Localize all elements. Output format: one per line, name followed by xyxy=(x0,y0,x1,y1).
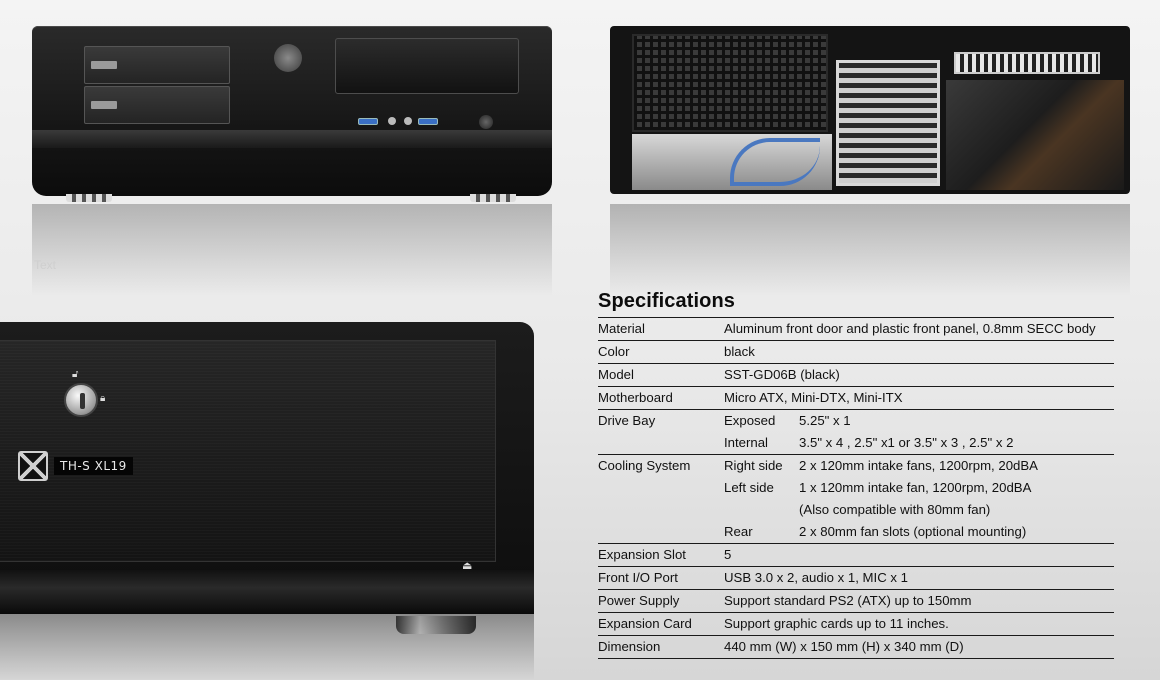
spec-label: Dimension xyxy=(598,639,661,654)
spec-row-drive-bay: Drive Bay Exposed 5.25" x 1 Internal 3.5… xyxy=(598,410,1114,455)
spec-sub-line: Rear 2 x 80mm fan slots (optional mounti… xyxy=(724,521,1114,543)
front-lower-band xyxy=(0,570,534,614)
spec-value: Support graphic cards up to 11 inches. xyxy=(724,616,949,631)
spec-row-cooling-system: Cooling System Right side 2 x 120mm inta… xyxy=(598,455,1114,544)
case-foot xyxy=(396,616,476,634)
usb-port-icon xyxy=(418,118,438,125)
spec-sub-value: 1 x 120mm intake fan, 1200rpm, 20dBA xyxy=(799,480,1032,495)
spec-row-power-supply: Power Supply Support standard PS2 (ATX) … xyxy=(598,590,1114,613)
spec-label: Power Supply xyxy=(598,593,680,608)
eject-icon: ⏏︎ xyxy=(462,560,473,572)
spec-sub-value: 2 x 80mm fan slots (optional mounting) xyxy=(799,524,1027,539)
spec-label: Motherboard xyxy=(598,390,673,405)
spec-row-front-io-port: Front I/O Port USB 3.0 x 2, audio x 1, M… xyxy=(598,567,1114,590)
spec-sub-label: Rear xyxy=(724,524,753,539)
spec-sub-line: (Also compatible with 80mm fan) xyxy=(724,499,1114,521)
spec-row-expansion-card: Expansion Card Support graphic cards up … xyxy=(598,613,1114,636)
watermark-text: Text xyxy=(34,258,57,272)
fan-mesh-grille xyxy=(632,34,828,132)
spec-value: Micro ATX, Mini-DTX, Mini-ITX xyxy=(724,390,903,405)
mic-jack-icon xyxy=(404,117,412,125)
case-rear xyxy=(610,26,1130,194)
drive-bay-lower xyxy=(84,86,230,124)
spec-row-color: Color black xyxy=(598,341,1114,364)
spec-value: 5 xyxy=(724,547,732,562)
spec-sub-label: Left side xyxy=(724,480,774,495)
spec-value: 440 mm (W) x 150 mm (H) x 340 mm (D) xyxy=(724,639,964,654)
spec-value: Exposed 5.25" x 1 Internal 3.5" x 4 , 2.… xyxy=(724,410,1114,454)
unlocked-padlock-icon: 🔓︎ xyxy=(72,369,79,380)
spec-sub-line: Exposed 5.25" x 1 xyxy=(724,410,1114,432)
spec-label: Model xyxy=(598,367,634,382)
spec-row-motherboard: Motherboard Micro ATX, Mini-DTX, Mini-IT… xyxy=(598,387,1114,410)
lock-knob-icon xyxy=(64,383,98,417)
spec-value: Support standard PS2 (ATX) up to 150mm xyxy=(724,593,972,608)
snowflake-logo-icon xyxy=(18,451,48,481)
blue-cable xyxy=(730,138,820,186)
case-front xyxy=(32,26,552,202)
spec-label: Expansion Slot xyxy=(598,547,686,562)
lock-icon xyxy=(274,44,302,72)
spec-label: Cooling System xyxy=(598,458,691,473)
spec-sub-line: Internal 3.5" x 4 , 2.5" x1 or 3.5" x 3 … xyxy=(724,432,1114,454)
spec-value: USB 3.0 x 2, audio x 1, MIC x 1 xyxy=(724,570,908,585)
brushed-front-door: 🔓︎ 🔒︎ TH-S XL19 ⏏︎ xyxy=(0,340,496,572)
spec-sub-value: 2 x 120mm intake fans, 1200rpm, 20dBA xyxy=(799,458,1038,473)
bay-latch xyxy=(91,61,117,69)
expansion-slot-covers xyxy=(836,60,940,186)
spec-sub-line: Left side 1 x 120mm intake fan, 1200rpm,… xyxy=(724,477,1114,499)
spec-sub-label: Right side xyxy=(724,458,783,473)
bay-latch xyxy=(91,101,117,109)
spec-value: SST-GD06B (black) xyxy=(724,367,840,382)
spec-sub-label: Internal xyxy=(724,435,768,450)
interior-cabling xyxy=(946,80,1124,190)
case-foot xyxy=(470,194,516,202)
rear-view-photo xyxy=(610,26,1130,296)
spec-row-material: Material Aluminum front door and plastic… xyxy=(598,317,1114,341)
spec-sub-label: Exposed xyxy=(724,413,776,428)
power-button-icon xyxy=(479,115,493,129)
front-view-photo: Text xyxy=(32,26,552,296)
model-label: TH-S XL19 xyxy=(54,457,133,475)
floor-reflection xyxy=(610,204,1130,296)
front-band xyxy=(32,130,552,148)
spec-label: Drive Bay xyxy=(598,413,656,428)
spec-sub-value: 5.25" x 1 xyxy=(799,413,851,428)
floor-shadow xyxy=(0,614,534,680)
spec-label: Material xyxy=(598,321,645,336)
spec-label: Expansion Card xyxy=(598,616,692,631)
spec-value: Right side 2 x 120mm intake fans, 1200rp… xyxy=(724,455,1114,543)
spec-row-model: Model SST-GD06B (black) xyxy=(598,364,1114,387)
angled-view-photo: 🔓︎ 🔒︎ TH-S XL19 ⏏︎ xyxy=(0,322,534,680)
usb-port-icon xyxy=(358,118,378,125)
case-foot xyxy=(66,194,112,202)
spec-sub-value: (Also compatible with 80mm fan) xyxy=(799,502,991,517)
spec-label: Front I/O Port xyxy=(598,570,678,585)
spec-sub-line: Right side 2 x 120mm intake fans, 1200rp… xyxy=(724,455,1114,477)
drive-bay-upper xyxy=(84,46,230,84)
audio-jack-icon xyxy=(388,117,396,125)
spec-sub-value: 3.5" x 4 , 2.5" x1 or 3.5" x 3 , 2.5" x … xyxy=(799,435,1014,450)
case-angled: 🔓︎ 🔒︎ TH-S XL19 ⏏︎ xyxy=(0,322,534,614)
psu-vent xyxy=(954,52,1100,74)
specifications-table: Specifications Material Aluminum front d… xyxy=(598,290,1114,659)
spec-value: Aluminum front door and plastic front pa… xyxy=(724,321,1096,336)
floor-reflection xyxy=(32,204,552,296)
spec-label: Color xyxy=(598,344,630,359)
spec-row-dimension: Dimension 440 mm (W) x 150 mm (H) x 340 … xyxy=(598,636,1114,659)
optical-drive-bay xyxy=(335,38,519,94)
spec-value: black xyxy=(724,344,755,359)
specifications-title: Specifications xyxy=(598,290,735,312)
locked-padlock-icon: 🔒︎ xyxy=(100,393,106,404)
spec-row-expansion-slot: Expansion Slot 5 xyxy=(598,544,1114,567)
spec-sub-label xyxy=(724,499,799,521)
